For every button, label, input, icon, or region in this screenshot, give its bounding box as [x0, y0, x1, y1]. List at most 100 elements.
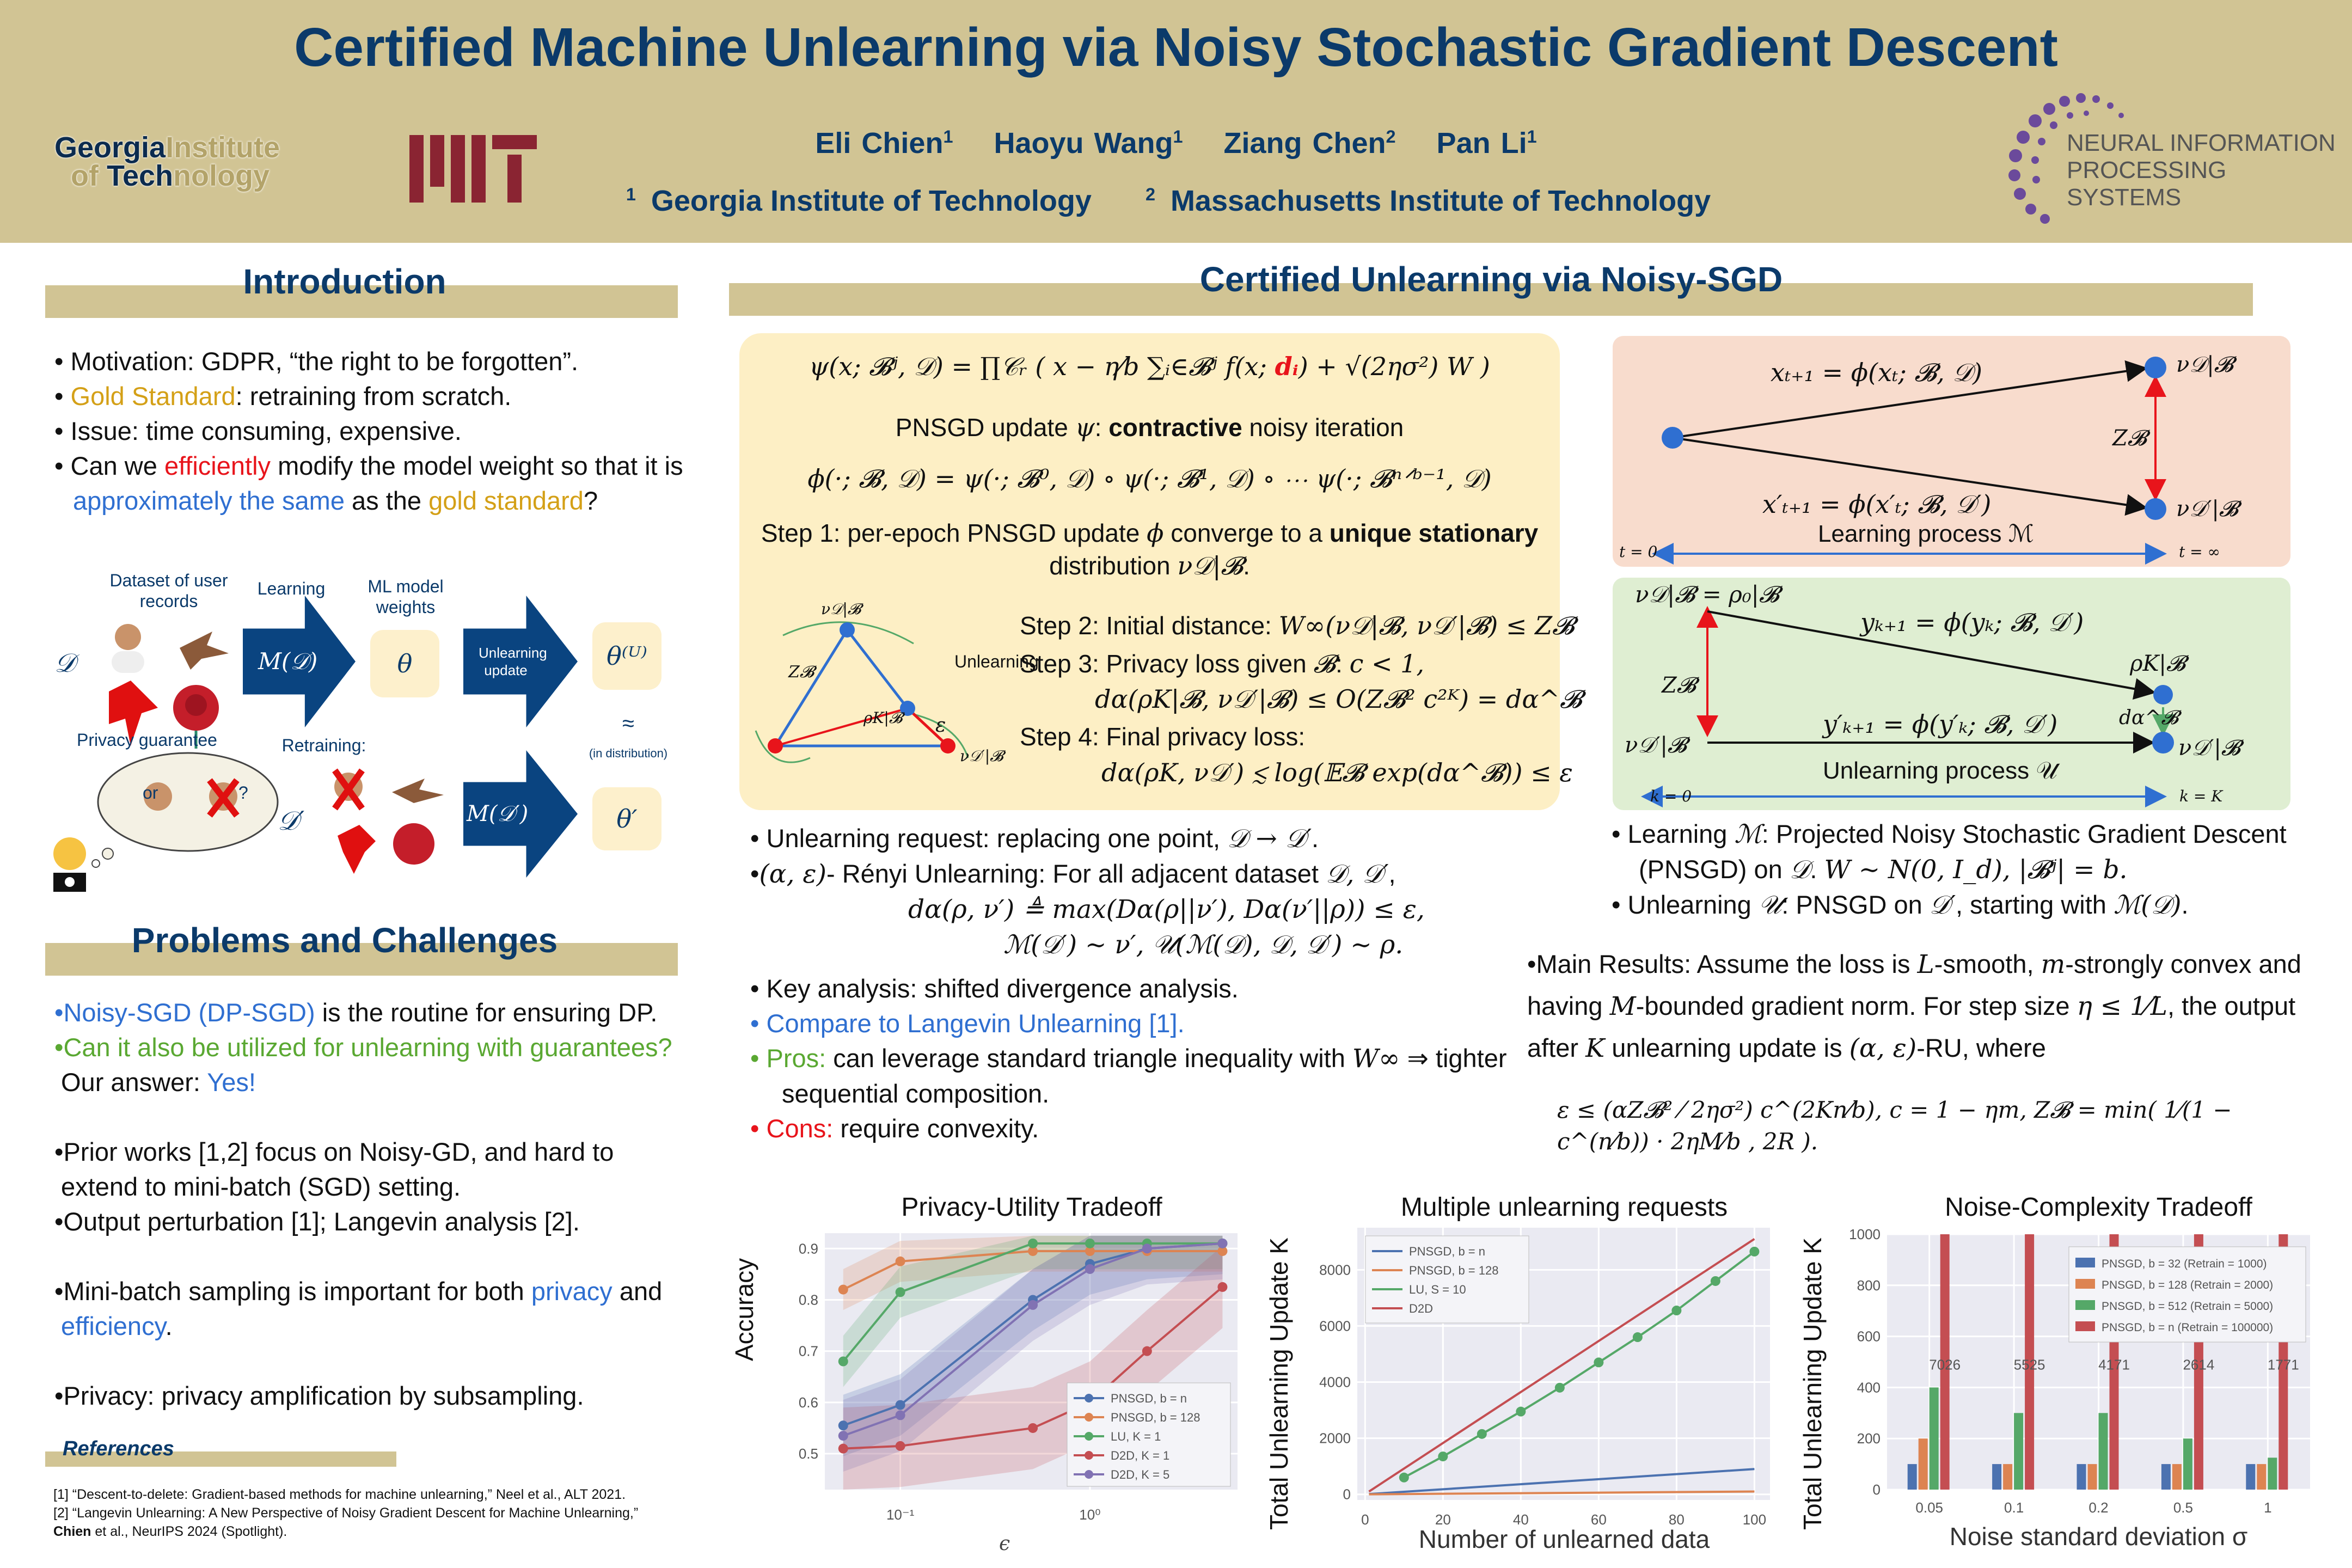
legend-swatch	[2075, 1279, 2095, 1289]
learning-process-diagram	[1652, 357, 2167, 565]
text-segment: • Issue: time consuming, expensive.	[54, 416, 462, 445]
text-segment: contractive	[1108, 413, 1242, 442]
logo-text: Tech	[106, 160, 174, 192]
text-segment: c < 1,	[1349, 649, 1425, 678]
affiliation-name: Massachusetts Institute of Technology	[1170, 185, 1711, 217]
unlearning-process-diagram	[1641, 606, 2174, 807]
bar	[1929, 1387, 1939, 1490]
problems-title: Problems and Challenges	[131, 921, 558, 960]
georgia-tech-logo: GeorgiaInstitute of Technology	[54, 131, 280, 192]
bar	[1940, 1234, 1950, 1490]
model-weights-label: ML model weights	[367, 577, 444, 617]
affiliation-name: Georgia Institute of Technology	[651, 185, 1092, 217]
series-line	[1369, 1468, 1755, 1496]
triangle-rho-label: ρK|𝓑	[863, 709, 903, 727]
text-segment: • Can we	[54, 451, 164, 480]
legend-label: PNSGD, b = n	[1111, 1392, 1187, 1405]
logo-text: Georgia	[54, 131, 166, 164]
text-segment: •Can it also be utilized for unlearning …	[54, 1033, 672, 1062]
hacker-skull-icon	[53, 873, 86, 892]
text-segment: Gold Standard	[70, 382, 236, 411]
theta-prime-box: θ′	[592, 787, 661, 850]
text-segment: ψ(x; 𝓑ʲ, 𝒟) = ∏	[809, 352, 1001, 381]
method-bullet: • Cons: require convexity.	[750, 1111, 1512, 1146]
data-point	[1399, 1472, 1409, 1483]
step-4: Step 4: Final privacy loss:	[1020, 722, 1305, 751]
text-segment: efficiently	[164, 451, 271, 480]
text-segment: • Pros:	[750, 1044, 826, 1073]
in-distribution-label: (in distribution)	[589, 746, 668, 760]
y-tick-label: 8000	[1319, 1261, 1351, 1278]
y-tick-label: 4000	[1319, 1374, 1351, 1391]
intro-title: Introduction	[243, 262, 446, 301]
bar	[2025, 1234, 2035, 1490]
data-point	[895, 1256, 905, 1266]
method-bullets: • Unlearning request: replacing one poin…	[750, 821, 1512, 1146]
chart3-title: Noise-Complexity Tradeoff	[1945, 1193, 2252, 1222]
x-tick-label: 80	[1669, 1511, 1685, 1528]
y-tick-label: 2000	[1319, 1430, 1351, 1447]
problem-bullet: •Noisy-SGD (DP-SGD) is the routine for e…	[54, 995, 686, 1030]
chart3-noise-complexity: 020040060080010000.0570260.155250.241710…	[1849, 1226, 2310, 1516]
text-segment: distribution	[1049, 552, 1178, 580]
problem-bullet: •Output perturbation [1]; Langevin analy…	[54, 1204, 686, 1239]
dataset-symbol: 𝒟	[54, 648, 76, 678]
tinf-label: t = ∞	[2179, 543, 2220, 561]
chart2-title: Multiple unlearning requests	[1400, 1193, 1728, 1222]
data-point	[1516, 1406, 1526, 1417]
text-segment: •Mini-batch sampling is important for bo…	[54, 1277, 531, 1306]
data-point	[895, 1441, 905, 1451]
logo-text: PROCESSING SYSTEMS	[2067, 157, 2227, 211]
text-segment: dᵢ	[1275, 352, 1298, 381]
triangle-unlearning-label: Unlearning	[954, 652, 1039, 671]
method-equation: ℳ(𝒟′) ∼ ν′, 𝒰(ℳ(𝒟), 𝒟, 𝒟′) ∼ ρ.	[750, 927, 1512, 963]
legend-marker	[1085, 1394, 1093, 1402]
legend-label: D2D, K = 5	[1111, 1468, 1169, 1481]
chart2-ylabel: Total Unlearning Update K	[1265, 1238, 1293, 1530]
text-segment: (α, ε)	[1849, 1033, 1917, 1063]
y-tick-label: 0.8	[799, 1291, 818, 1308]
series-line	[1368, 1238, 1755, 1493]
references-list: [1] “Descent-to-delete: Gradient-based m…	[53, 1485, 658, 1541]
legend-label: PNSGD, b = n	[1409, 1245, 1485, 1258]
legend-swatch	[2075, 1258, 2095, 1267]
text-segment: :	[1336, 650, 1350, 678]
chart1-ylabel: Accuracy	[730, 1258, 758, 1361]
text-segment: [1] “Descent-to-delete: Gradient-based m…	[53, 1487, 626, 1502]
legend-label: LU, K = 1	[1111, 1430, 1161, 1443]
text-segment: Our answer:	[61, 1068, 207, 1097]
text-segment: .	[2181, 890, 2189, 919]
step-1-cont: distribution ν𝒟|𝓑.	[739, 551, 1560, 581]
text-segment: Step 4: Final privacy loss:	[1020, 722, 1306, 751]
user-records-icons	[109, 624, 229, 749]
text-segment: W∞(ν𝒟|𝓑, ν𝒟′|𝓑) ≤ Z𝓑	[1278, 611, 1575, 640]
learn-nu-bot: ν𝒟′|𝓑	[2176, 497, 2239, 522]
text-segment: is the routine for ensuring DP.	[315, 998, 658, 1027]
text-segment: ?	[583, 486, 598, 515]
text-segment: η ≤ 1⁄L	[2077, 991, 2167, 1021]
series-line	[843, 1242, 1223, 1437]
data-point	[1594, 1357, 1604, 1368]
neurips-logo-icon	[2008, 93, 2124, 224]
step-3-bound: dα(ρK|𝓑, ν𝒟′|𝓑) ≤ O(Z𝓑² c²ᴷ) = dα^𝓑	[1095, 684, 1582, 715]
intro-bullet: • Gold Standard: retraining from scratch…	[54, 379, 686, 414]
text-segment: , the output after	[1527, 991, 2296, 1062]
author-name: Eli Chien	[815, 127, 944, 160]
approx-symbol: ≈	[622, 712, 634, 736]
data-point	[1028, 1238, 1038, 1248]
x-tick-label: 60	[1591, 1511, 1607, 1528]
data-point	[1085, 1238, 1095, 1248]
kK-label: k = K	[2179, 787, 2223, 805]
person-icon	[112, 624, 144, 673]
triangle-diagram	[755, 621, 969, 763]
y-tick-label: 0	[1873, 1481, 1881, 1498]
legend-marker	[1085, 1432, 1093, 1441]
text-segment: • Cons:	[750, 1114, 834, 1143]
unlearning-arrow: Unlearning update	[463, 596, 578, 727]
text-segment: require convexity.	[833, 1114, 1039, 1143]
problem-bullet: •Prior works [1,2] focus on Noisy-GD, an…	[54, 1135, 686, 1204]
right-bullet: • Learning ℳ: Projected Noisy Stochastic…	[1612, 817, 2303, 887]
references-bar	[45, 1451, 396, 1467]
text-segment: •Main Results: Assume the loss is	[1527, 950, 1918, 978]
